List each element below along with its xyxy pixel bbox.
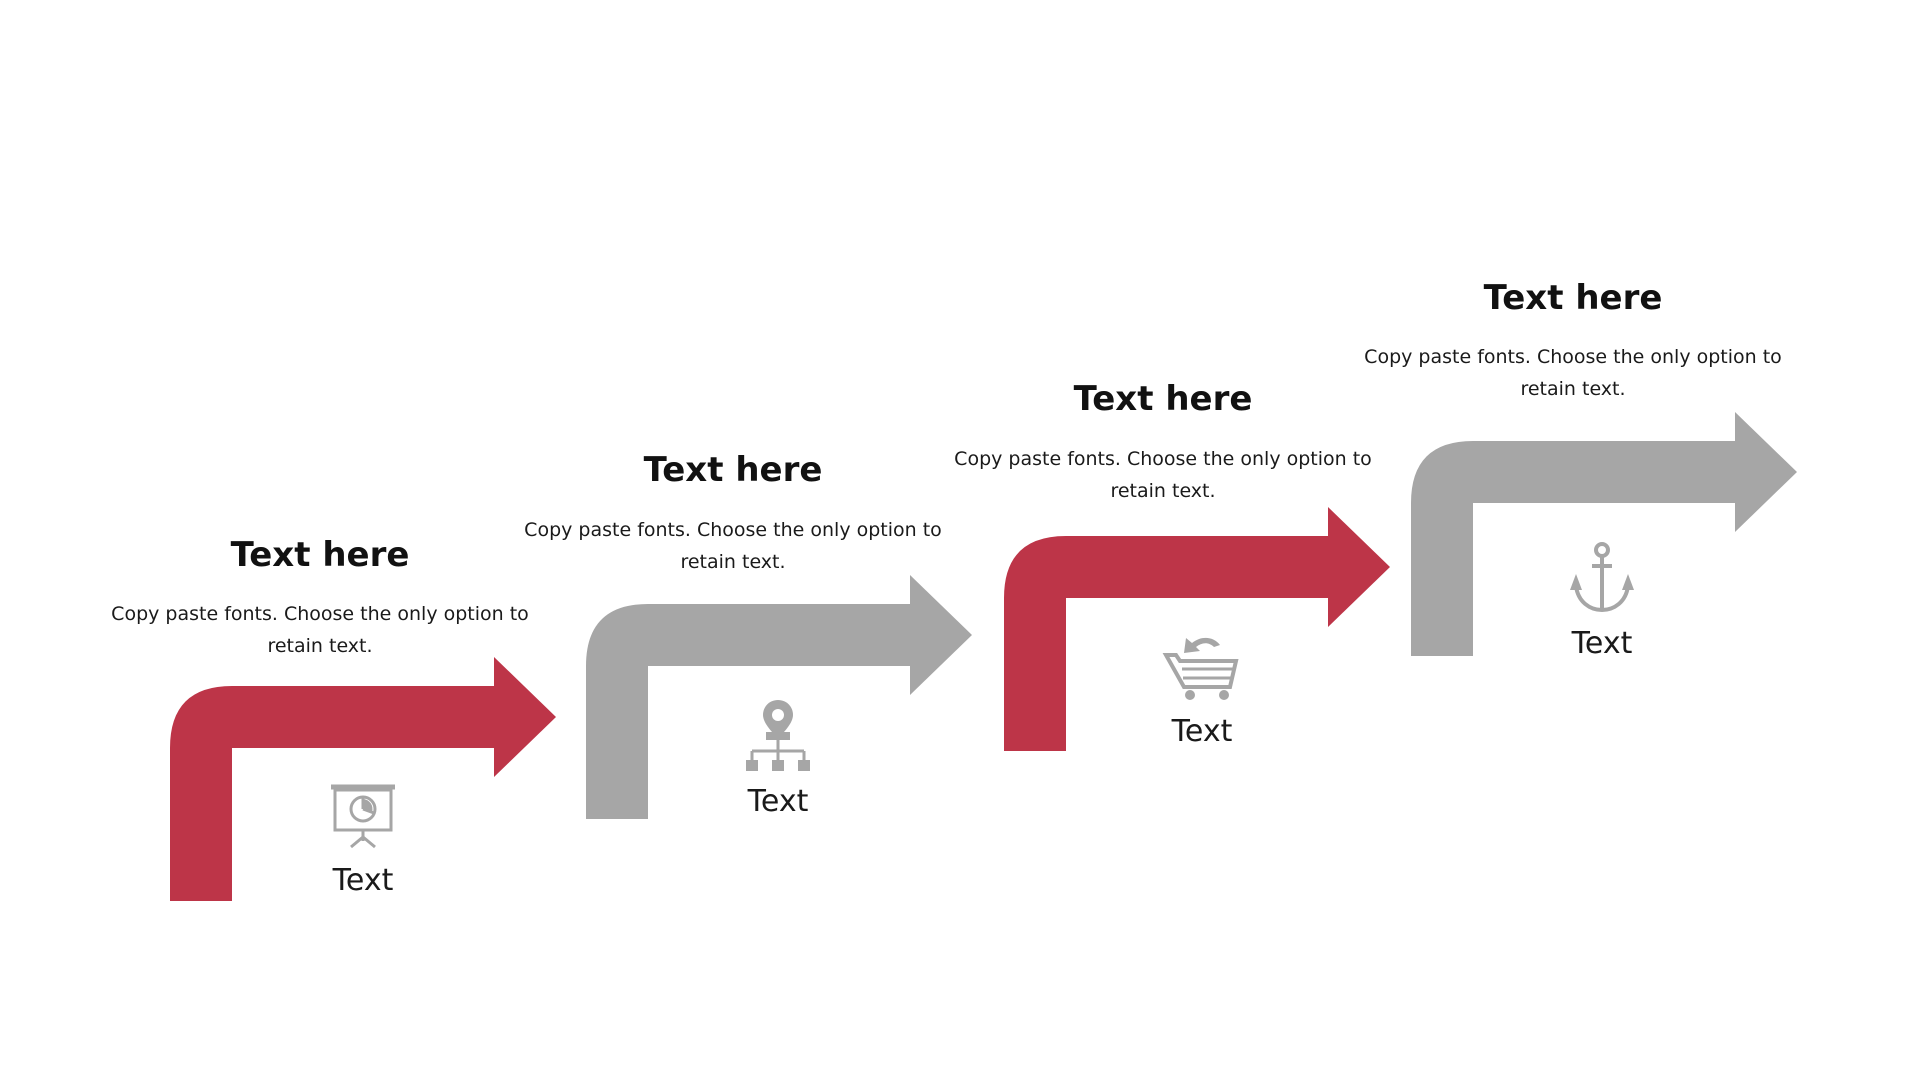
step-4-description: Copy paste fonts. Choose the only option… [1364, 346, 1782, 400]
step-3-arrow [1004, 507, 1390, 751]
step-1-description: Copy paste fonts. Choose the only option… [111, 603, 529, 657]
cart-return-icon [1162, 625, 1242, 705]
anchor-icon [1562, 538, 1642, 618]
step-3-description: Copy paste fonts. Choose the only option… [954, 448, 1372, 502]
step-1-arrow [170, 657, 556, 901]
presentation-board-icon [323, 773, 403, 853]
location-network-icon [738, 696, 818, 776]
step-1-label: Text [332, 863, 394, 898]
step-2-description: Copy paste fonts. Choose the only option… [524, 519, 942, 573]
step-2-title: Text here [643, 450, 823, 490]
step-4-arrow [1411, 412, 1797, 656]
step-4-title: Text here [1483, 278, 1663, 318]
step-3-label: Text [1171, 714, 1233, 749]
step-3-title: Text here [1073, 379, 1253, 419]
step-2-arrow [586, 575, 972, 819]
step-4-label: Text [1571, 626, 1633, 661]
step-2-label: Text [747, 784, 809, 819]
step-1-title: Text here [230, 535, 410, 575]
